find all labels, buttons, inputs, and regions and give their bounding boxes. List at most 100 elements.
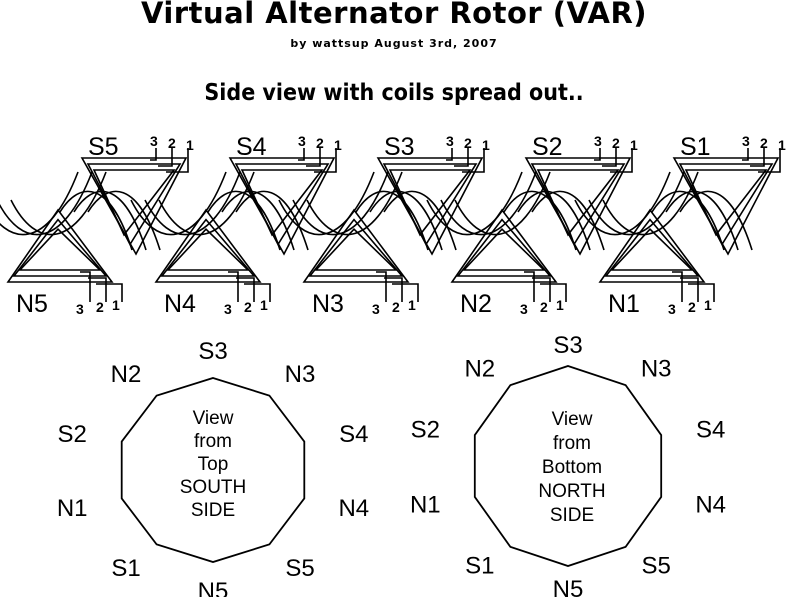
coil-wave xyxy=(383,190,457,251)
top-coil-label: S5 xyxy=(88,133,119,161)
top-coil-s3 xyxy=(278,148,485,256)
coil-wave xyxy=(531,190,605,251)
coil-number: 2 xyxy=(760,135,768,151)
coil-number: 3 xyxy=(742,133,750,149)
coil-number: 3 xyxy=(76,301,84,317)
lead-wire xyxy=(758,148,781,173)
coil-number: 2 xyxy=(96,299,104,315)
bottom-coil-n1 xyxy=(598,190,753,302)
pole-label: N2 xyxy=(464,355,495,382)
coil-number: 2 xyxy=(540,299,548,315)
coil-number: 1 xyxy=(778,137,786,153)
coil-wave xyxy=(602,171,699,236)
view-center-line: SIDE xyxy=(191,500,235,521)
pole-label: S3 xyxy=(198,338,227,365)
rotor-outline xyxy=(120,377,306,563)
pole-label: S2 xyxy=(411,416,440,443)
coil-number: 2 xyxy=(688,299,696,315)
coil-wire-outline xyxy=(228,157,336,256)
pole-label: N3 xyxy=(641,355,672,382)
coil-wire-outline xyxy=(18,228,102,271)
coil-wire-outline xyxy=(462,228,546,271)
lead-wire xyxy=(228,271,239,302)
coil-wire-outline xyxy=(450,208,558,283)
coil-number: 2 xyxy=(316,135,324,151)
lead-wire xyxy=(532,277,551,302)
lead-wire xyxy=(298,148,305,161)
lead-wire xyxy=(688,283,715,302)
view-center-line: from xyxy=(553,433,591,454)
lead-wire xyxy=(750,148,765,167)
pole-label: S5 xyxy=(285,555,314,582)
lead-wire xyxy=(150,148,157,161)
coil-wire-outline xyxy=(672,157,780,256)
pole-label: N2 xyxy=(111,361,142,388)
pole-label: S4 xyxy=(339,421,368,448)
bottom-coil-label: N4 xyxy=(164,290,196,318)
section-subtitle: Side view with coils spread out.. xyxy=(204,80,584,106)
coil-wire-outline xyxy=(314,228,398,271)
lead-wire xyxy=(166,148,189,173)
top-coil-label: S2 xyxy=(532,133,563,161)
coil-wire-outline xyxy=(604,218,700,277)
top-coil-label: S1 xyxy=(680,133,711,161)
view-center-line: View xyxy=(552,409,593,430)
rotor-outline xyxy=(473,365,663,567)
bottom-coil-label: N1 xyxy=(608,290,640,318)
coil-number: 3 xyxy=(298,133,306,149)
top-coil-label: S3 xyxy=(384,133,415,161)
pole-label: S3 xyxy=(553,332,582,359)
view-center-line: Top xyxy=(198,454,229,475)
coil-wire-outline xyxy=(166,228,250,271)
coil-wire-outline xyxy=(524,157,632,256)
coil-number: 3 xyxy=(224,301,232,317)
lead-wire xyxy=(80,271,91,302)
coil-wave xyxy=(87,190,161,251)
coil-number: 2 xyxy=(392,299,400,315)
lead-wire xyxy=(96,283,123,302)
lead-wire xyxy=(462,148,485,173)
pole-label: S1 xyxy=(111,555,140,582)
coil-number: 3 xyxy=(668,301,676,317)
coil-wire-outline xyxy=(154,208,262,283)
page-title: Virtual Alternator Rotor (VAR) xyxy=(140,0,648,30)
lead-wire xyxy=(680,277,699,302)
view-center-line: from xyxy=(194,431,232,452)
lead-wire xyxy=(376,271,387,302)
bottom-coil-n5 xyxy=(6,190,161,302)
coil-wave xyxy=(158,171,255,236)
bottom-coil-n4 xyxy=(154,190,309,302)
coil-number: 3 xyxy=(520,301,528,317)
coil-wire-outline xyxy=(678,163,774,247)
lead-wire xyxy=(610,148,633,173)
coil-number: 1 xyxy=(630,137,638,153)
lead-wire xyxy=(314,148,337,173)
top-coil-s4 xyxy=(130,148,337,256)
coil-number: 3 xyxy=(372,301,380,317)
coil-wire-outline xyxy=(12,218,108,277)
lead-wire xyxy=(602,148,617,167)
pole-label: N5 xyxy=(198,578,229,597)
coil-number: 2 xyxy=(168,135,176,151)
bottom-coil-label: N5 xyxy=(16,290,48,318)
coil-wire-outline xyxy=(160,218,256,277)
coil-number: 2 xyxy=(244,299,252,315)
coil-wire-outline xyxy=(598,208,706,283)
bottom-coil-label: N3 xyxy=(312,290,344,318)
lead-wire xyxy=(158,148,173,167)
coil-wave xyxy=(679,190,753,251)
top-coil-s1 xyxy=(574,148,781,256)
lead-wire xyxy=(88,277,107,302)
pole-label: N5 xyxy=(553,576,584,597)
bottom-coil-label: N2 xyxy=(460,290,492,318)
coil-wire-outline xyxy=(6,208,114,283)
lead-wire xyxy=(742,148,749,161)
coil-number: 1 xyxy=(112,297,120,313)
lead-wire xyxy=(384,277,403,302)
coil-number: 3 xyxy=(446,133,454,149)
coil-number: 2 xyxy=(464,135,472,151)
pole-label: S4 xyxy=(696,416,725,443)
author-byline: by wattsup August 3rd, 2007 xyxy=(290,37,498,50)
